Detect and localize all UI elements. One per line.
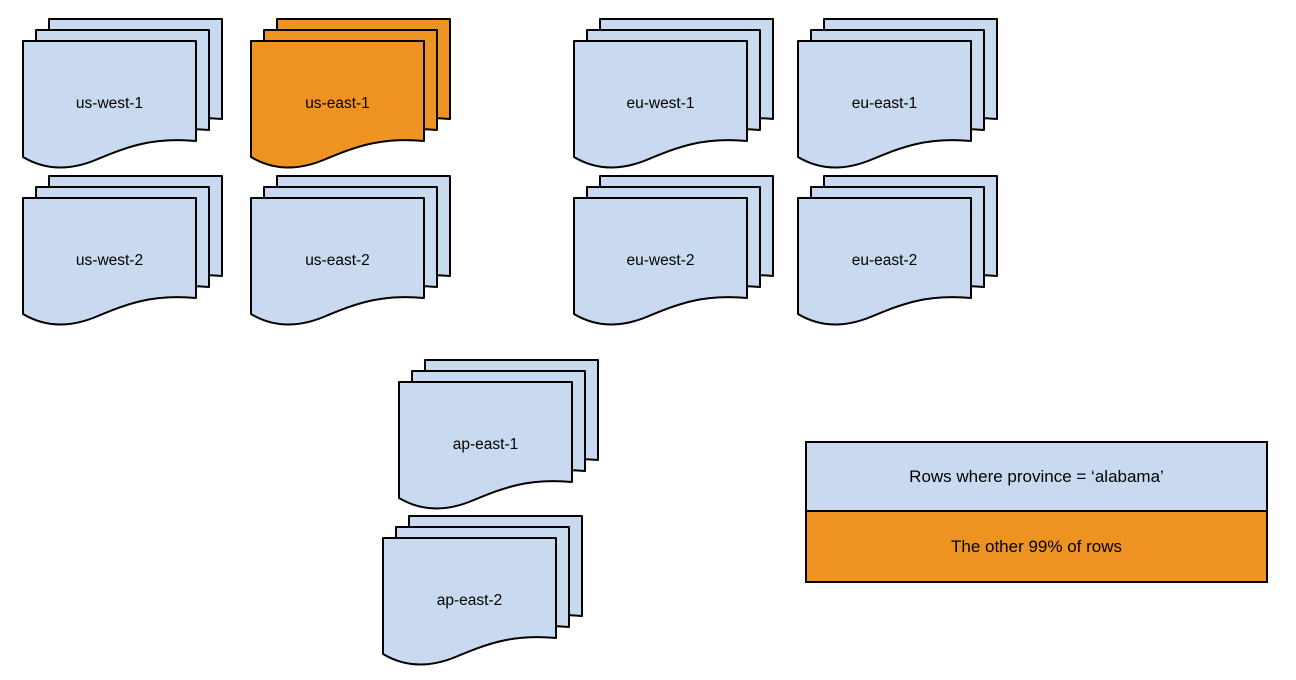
legend-row-legend-orange: The other 99% of rows <box>807 512 1266 581</box>
document-stack-shape-eu-west-1 <box>573 18 774 169</box>
document-stack-eu-west-2[interactable]: eu-west-2 <box>573 175 774 326</box>
document-sheet <box>797 40 972 169</box>
document-sheet <box>382 537 557 666</box>
document-stack-eu-east-2[interactable]: eu-east-2 <box>797 175 998 326</box>
document-sheet <box>22 40 197 169</box>
document-stack-shape-us-west-2 <box>22 175 223 326</box>
document-stack-ap-east-2[interactable]: ap-east-2 <box>382 515 583 666</box>
document-stack-us-east-1[interactable]: us-east-1 <box>250 18 451 169</box>
document-sheet <box>573 40 748 169</box>
legend-row-legend-blue: Rows where province = ‘alabama’ <box>807 443 1266 512</box>
legend-label: The other 99% of rows <box>950 536 1123 556</box>
document-stack-eu-west-1[interactable]: eu-west-1 <box>573 18 774 169</box>
document-stack-us-west-2[interactable]: us-west-2 <box>22 175 223 326</box>
document-stack-shape-ap-east-2 <box>382 515 583 666</box>
document-sheet <box>573 197 748 326</box>
document-stack-shape-us-east-2 <box>250 175 451 326</box>
document-sheet <box>797 197 972 326</box>
document-stack-us-west-1[interactable]: us-west-1 <box>22 18 223 169</box>
document-stack-shape-ap-east-1 <box>398 359 599 510</box>
legend-label: Rows where province = ‘alabama’ <box>909 466 1164 486</box>
document-stack-shape-eu-east-1 <box>797 18 998 169</box>
document-stack-shape-us-east-1 <box>250 18 451 169</box>
document-sheet <box>250 197 425 326</box>
document-sheet <box>398 381 573 510</box>
document-stack-shape-eu-east-2 <box>797 175 998 326</box>
document-stack-ap-east-1[interactable]: ap-east-1 <box>398 359 599 510</box>
document-sheet <box>250 40 425 169</box>
document-stack-eu-east-1[interactable]: eu-east-1 <box>797 18 998 169</box>
document-stack-us-east-2[interactable]: us-east-2 <box>250 175 451 326</box>
legend: Rows where province = ‘alabama’ The other… <box>805 441 1268 583</box>
document-stack-shape-us-west-1 <box>22 18 223 169</box>
document-stack-shape-eu-west-2 <box>573 175 774 326</box>
document-sheet <box>22 197 197 326</box>
